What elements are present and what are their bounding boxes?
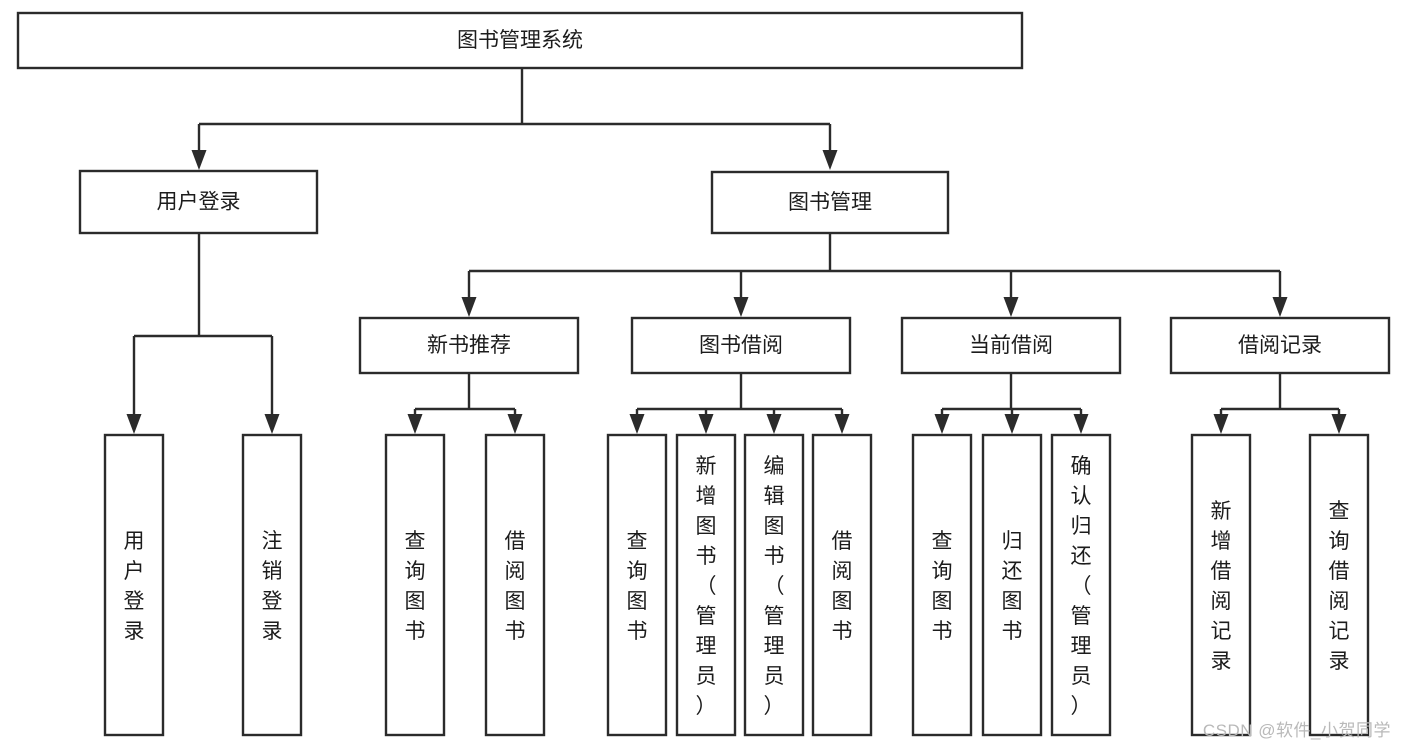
node-label-leaf-query-record: 查询借阅记录 [1329, 500, 1350, 673]
edge-arrow-icon [407, 414, 423, 434]
node-label-leaf-add-book: 新增图书（管理员） [696, 455, 717, 718]
node-label-leaf-logout: 注销登录 [262, 530, 283, 643]
node-box-leaf-user-login[interactable] [103, 433, 165, 737]
node-label-current-borrow: 当前借阅 [969, 334, 1053, 357]
node-box-borrow-record[interactable] [1169, 316, 1391, 375]
edge-arrow-icon [461, 297, 477, 317]
node-user-login[interactable]: 用户登录 [78, 169, 319, 235]
node-box-leaf-confirm-return[interactable] [1050, 433, 1112, 737]
edge-group-current-borrow-children [934, 373, 1089, 434]
node-label-leaf-user-login: 用户登录 [124, 530, 145, 643]
node-box-leaf-add-record[interactable] [1190, 433, 1252, 737]
node-box-current-borrow[interactable] [900, 316, 1122, 375]
node-box-leaf-logout[interactable] [241, 433, 303, 737]
node-leaf-return-book[interactable]: 归还图书 [981, 433, 1043, 737]
node-label-leaf-borrow-book-1: 借阅图书 [505, 530, 526, 643]
edges-layer [126, 68, 1347, 434]
node-leaf-borrow-book-2[interactable]: 借阅图书 [811, 433, 873, 737]
node-box-book-manage[interactable] [710, 170, 950, 235]
node-box-leaf-edit-book[interactable] [743, 433, 805, 737]
node-label-book-manage: 图书管理 [788, 191, 872, 214]
edge-group-user-login-children [126, 233, 280, 434]
node-box-leaf-query-book-3[interactable] [911, 433, 973, 737]
node-box-leaf-query-book-1[interactable] [384, 433, 446, 737]
node-label-leaf-return-book: 归还图书 [1002, 530, 1023, 643]
node-leaf-edit-book[interactable]: 编辑图书（管理员） [743, 433, 805, 737]
edge-arrow-icon [1004, 414, 1020, 434]
edge-arrow-icon [822, 150, 838, 170]
edge-arrow-icon [1272, 297, 1288, 317]
node-box-leaf-borrow-book-1[interactable] [484, 433, 546, 737]
node-label-new-book-rec: 新书推荐 [427, 334, 511, 357]
node-box-leaf-query-book-2[interactable] [606, 433, 668, 737]
edge-group-new-book-rec-children [407, 373, 523, 434]
node-label-leaf-confirm-return: 确认归还（管理员） [1071, 455, 1092, 718]
node-leaf-query-book-3[interactable]: 查询图书 [911, 433, 973, 737]
edge-arrow-icon [126, 414, 142, 434]
edge-arrow-icon [934, 414, 950, 434]
node-label-book-borrow: 图书借阅 [699, 334, 783, 357]
node-label-leaf-add-record: 新增借阅记录 [1211, 500, 1232, 673]
edge-group-book-manage-children [461, 233, 1288, 317]
edge-arrow-icon [1331, 414, 1347, 434]
edge-arrow-icon [733, 297, 749, 317]
edge-arrow-icon [698, 414, 714, 434]
node-label-borrow-record: 借阅记录 [1238, 334, 1322, 357]
edge-group-borrow-record-children [1213, 373, 1347, 434]
node-leaf-user-login[interactable]: 用户登录 [103, 433, 165, 737]
edge-arrow-icon [264, 414, 280, 434]
edge-arrow-icon [1003, 297, 1019, 317]
nodes-layer: 图书管理系统用户登录图书管理新书推荐图书借阅当前借阅借阅记录用户登录注销登录查询… [16, 11, 1391, 737]
node-leaf-add-record[interactable]: 新增借阅记录 [1190, 433, 1252, 737]
edge-arrow-icon [834, 414, 850, 434]
node-box-book-borrow[interactable] [630, 316, 852, 375]
node-box-leaf-add-book[interactable] [675, 433, 737, 737]
node-leaf-query-record[interactable]: 查询借阅记录 [1308, 433, 1370, 737]
node-leaf-confirm-return[interactable]: 确认归还（管理员） [1050, 433, 1112, 737]
edge-group-root-children [191, 68, 838, 170]
node-box-leaf-return-book[interactable] [981, 433, 1043, 737]
node-box-user-login[interactable] [78, 169, 319, 235]
edge-arrow-icon [1213, 414, 1229, 434]
node-label-leaf-query-book-3: 查询图书 [932, 530, 953, 643]
node-leaf-add-book[interactable]: 新增图书（管理员） [675, 433, 737, 737]
edge-arrow-icon [1073, 414, 1089, 434]
node-borrow-record[interactable]: 借阅记录 [1169, 316, 1391, 375]
node-label-leaf-query-book-1: 查询图书 [405, 530, 426, 643]
edge-arrow-icon [766, 414, 782, 434]
node-root[interactable]: 图书管理系统 [16, 11, 1024, 70]
node-box-root[interactable] [16, 11, 1024, 70]
node-label-root: 图书管理系统 [457, 29, 583, 52]
node-label-user-login: 用户登录 [157, 191, 241, 214]
edge-arrow-icon [507, 414, 523, 434]
node-current-borrow[interactable]: 当前借阅 [900, 316, 1122, 375]
node-box-leaf-query-record[interactable] [1308, 433, 1370, 737]
node-book-manage[interactable]: 图书管理 [710, 170, 950, 235]
node-leaf-logout[interactable]: 注销登录 [241, 433, 303, 737]
edge-arrow-icon [629, 414, 645, 434]
node-leaf-query-book-1[interactable]: 查询图书 [384, 433, 446, 737]
node-label-leaf-query-book-2: 查询图书 [627, 530, 648, 643]
node-label-leaf-edit-book: 编辑图书（管理员） [764, 455, 785, 718]
node-box-leaf-borrow-book-2[interactable] [811, 433, 873, 737]
node-label-leaf-borrow-book-2: 借阅图书 [832, 530, 853, 643]
node-box-new-book-rec[interactable] [358, 316, 580, 375]
edge-arrow-icon [191, 150, 207, 170]
edge-group-book-borrow-children [629, 373, 850, 434]
node-book-borrow[interactable]: 图书借阅 [630, 316, 852, 375]
node-leaf-borrow-book-1[interactable]: 借阅图书 [484, 433, 546, 737]
node-new-book-rec[interactable]: 新书推荐 [358, 316, 580, 375]
node-leaf-query-book-2[interactable]: 查询图书 [606, 433, 668, 737]
